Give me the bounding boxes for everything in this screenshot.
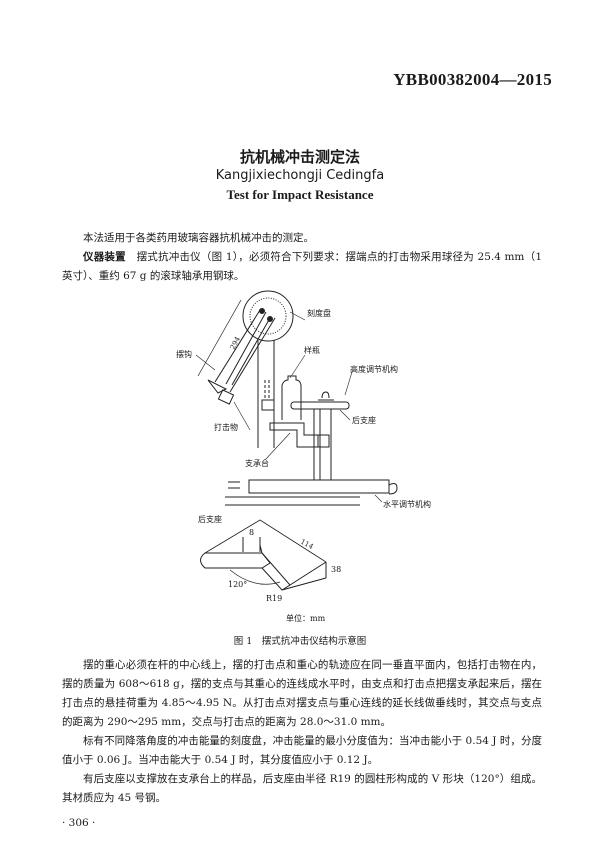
body-paragraph-2: 标有不同降落角度的冲击能量的刻度盘，冲击能量的最小分度值为：当冲击能小于 0.5… [62, 735, 542, 766]
title-chinese: 抗机械冲击测定法 [239, 148, 360, 166]
sample-bottle [281, 375, 302, 420]
intro-section: 本法适用于各类药用玻璃容器抗机械冲击的测定。 仪器装置 摆式抗冲击仪（图 1），… [62, 229, 542, 286]
body-paragraph-1: 摆的重心必须在杆的中心线上，摆的打击点和重心的轨迹应在同一垂直平面内，包括打击物… [62, 659, 542, 728]
dim-114-label: 114 [299, 538, 315, 552]
label-angle: 120° [228, 580, 248, 589]
standard-number: YBB00382004—2015 [393, 70, 552, 89]
body-paragraph-3: 有后支座以支撑放在支承台上的样品，后支座由半径 R19 的圆柱形构成的 V 形块… [62, 773, 542, 804]
pendulum [207, 308, 276, 405]
apparatus-text: 摆式抗冲击仪（图 1），必须符合下列要求：摆端点的打击物采用球径为 25.4 m… [62, 251, 543, 282]
label-rear-support-detail: 后支座 [198, 515, 222, 524]
label-dim-8: 8 [249, 528, 255, 537]
body-section: 摆的重心必须在杆的中心线上，摆的打击点和重心的轨迹应在同一垂直平面内，包括打击物… [62, 656, 542, 830]
label-height-adjust: 高度调节机构 [350, 365, 398, 374]
label-striker: 打击物 [214, 423, 238, 432]
label-sample-bottle: 样瓶 [304, 346, 320, 355]
base-plate [248, 479, 390, 494]
label-dim-38: 38 [331, 565, 342, 574]
dim-294-label: 294 [229, 335, 243, 351]
rear-support-detail [200, 519, 327, 591]
figure-caption: 图 1 摆式抗冲击仪结构示意图 [233, 636, 367, 647]
apparatus-diagram: 294 114 [195, 290, 398, 591]
label-support-table: 支承台 [245, 459, 269, 468]
label-radius: R19 [266, 594, 283, 603]
intro-paragraph-1: 本法适用于各类药用玻璃容器抗机械冲击的测定。 [83, 232, 314, 244]
title-pinyin: Kangjixiechongji Cedingfa [215, 168, 385, 183]
label-horizontal-adjust: 水平调节机构 [383, 500, 431, 509]
label-dial: 刻度盘 [307, 309, 331, 318]
label-pendulum-hook: 摆钩 [176, 350, 192, 359]
intro-paragraph-2: 仪器装置 摆式抗冲击仪（图 1），必须符合下列要求：摆端点的打击物采用球径为 2… [62, 248, 542, 286]
label-rear-support: 后支座 [352, 416, 376, 425]
label-unit: 单位：mm [286, 614, 326, 623]
page-number: · 306 · [62, 817, 96, 829]
dial [242, 290, 294, 342]
title-english: Test for Impact Resistance [226, 187, 374, 202]
section-key: 仪器装置 [83, 251, 126, 263]
